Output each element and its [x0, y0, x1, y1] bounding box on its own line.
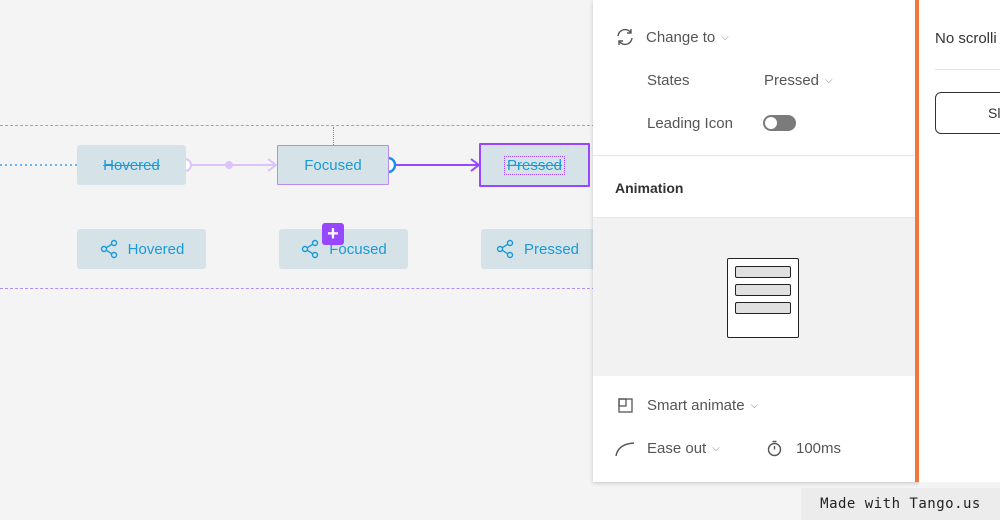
animation-type-dropdown[interactable]: Smart animate ⌵: [618, 397, 758, 414]
animation-preview: [593, 218, 935, 376]
divider: [593, 155, 935, 156]
divider: [935, 69, 1000, 70]
smart-animate-icon: [618, 398, 633, 413]
preview-frame-icon: [727, 258, 799, 338]
swap-icon: [617, 28, 633, 46]
easing-label: Ease out: [647, 440, 707, 457]
action-label: Change to: [646, 28, 716, 46]
ease-curve-icon: [615, 441, 635, 456]
timer-icon: [767, 440, 782, 457]
interaction-details-panel: Change to ⌵ States Pressed ⌵ Leading Ico…: [593, 0, 935, 482]
preview-bar: [735, 266, 791, 278]
right-panel-button[interactable]: Sl: [935, 92, 1000, 134]
connection-midpoint-dot: [225, 161, 233, 169]
overflow-setting-text: No scrolli: [935, 30, 997, 47]
share-icon: [100, 239, 117, 259]
chevron-down-icon: ⌵: [825, 75, 833, 86]
share-icon: [496, 239, 514, 259]
chevron-down-icon: ⌵: [750, 400, 759, 411]
leading-icon-label: Leading Icon: [647, 115, 733, 132]
duration-value: 100ms: [796, 440, 842, 457]
states-dropdown[interactable]: Pressed ⌵: [764, 72, 833, 89]
variant-hovered[interactable]: Hovered: [77, 145, 186, 185]
variant-label: Hovered: [103, 156, 160, 174]
right-properties-panel: No scrolli Sl: [919, 0, 1000, 520]
share-icon: [302, 239, 319, 259]
variant-hovered-icon[interactable]: Hovered: [77, 229, 206, 269]
variant-label: Focused: [329, 240, 387, 258]
variant-focused[interactable]: Focused: [277, 145, 389, 185]
highlight-line: [915, 0, 919, 482]
states-label: States: [647, 72, 690, 89]
states-value: Pressed: [764, 72, 820, 89]
animation-type-label: Smart animate: [647, 397, 745, 414]
animation-section-title: Animation: [615, 180, 684, 196]
variant-pressed-destination[interactable]: Pressed: [479, 143, 590, 187]
variant-label: Focused: [304, 156, 362, 174]
frame-guide-vertical: [333, 127, 334, 145]
duration-field[interactable]: 100ms: [766, 440, 841, 457]
frame-guide-top: [0, 125, 600, 126]
preview-bar: [735, 284, 791, 296]
divider: [593, 217, 935, 218]
preview-bar: [735, 302, 791, 314]
chevron-down-icon: ⌵: [712, 443, 720, 454]
variant-pressed-icon[interactable]: Pressed: [481, 229, 593, 269]
variant-focused-icon[interactable]: Focused: [279, 229, 408, 269]
right-panel-button-label: Sl: [988, 105, 1000, 121]
leading-icon-toggle[interactable]: [763, 115, 796, 131]
add-interaction-button[interactable]: +: [322, 223, 344, 245]
variant-label: Pressed: [523, 240, 580, 258]
tango-watermark: Made with Tango.us: [801, 488, 1000, 520]
action-dropdown[interactable]: Change to ⌵: [615, 27, 729, 47]
variant-label: Hovered: [127, 240, 185, 258]
chevron-down-icon: ⌵: [721, 31, 729, 43]
variant-label: Pressed: [503, 155, 566, 175]
connection-arrowhead-light: [267, 158, 278, 172]
easing-dropdown[interactable]: Ease out ⌵: [615, 440, 720, 457]
frame-guide-bottom: [0, 288, 600, 289]
